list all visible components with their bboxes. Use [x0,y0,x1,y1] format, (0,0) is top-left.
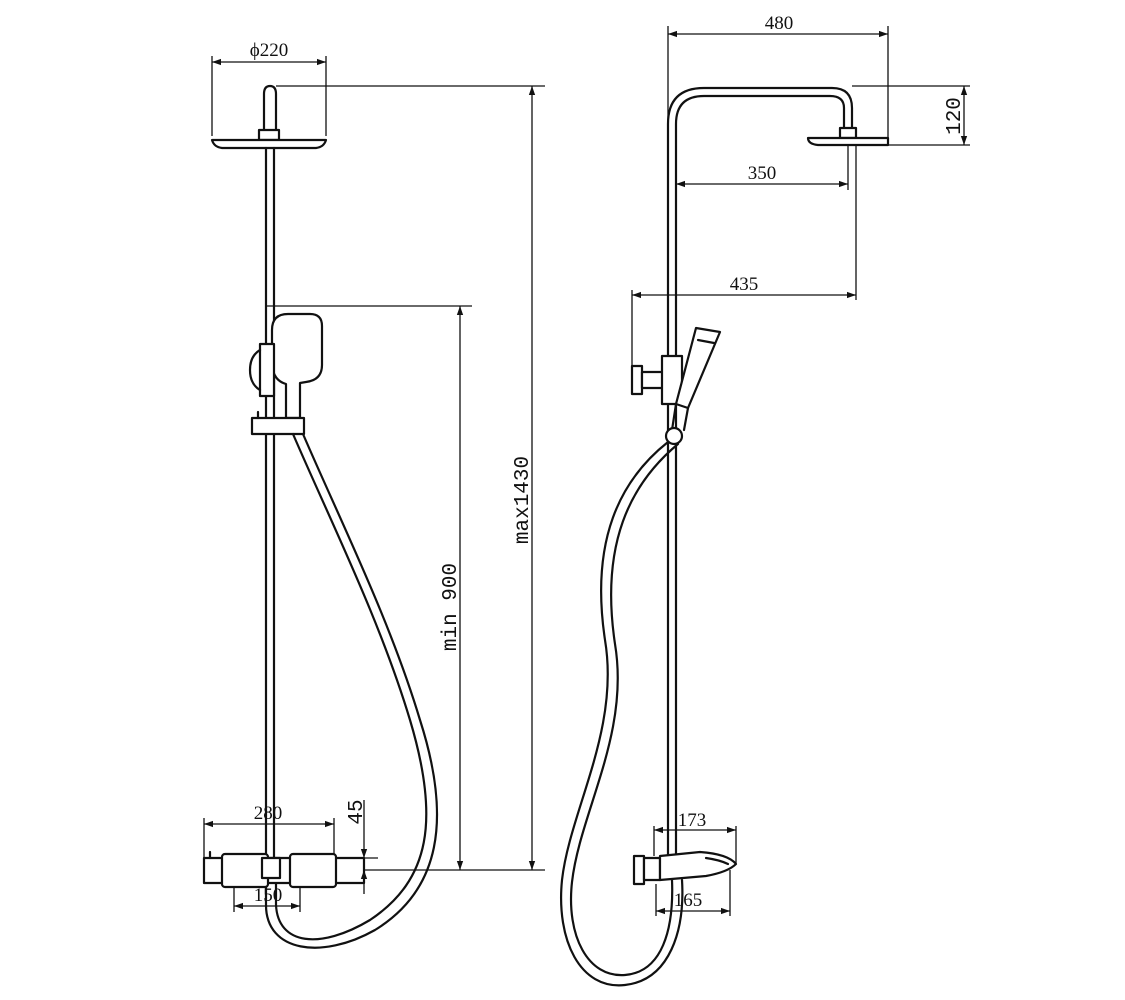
dim-mixer-width: 280 [203,803,335,858]
dim-label-total-reach: 480 [765,13,794,34]
dim-label-max-height: max1430 [512,456,535,544]
side-wall-bracket [630,354,684,406]
front-mixer [202,850,366,889]
dim-label-spout-reach-top: 173 [678,810,707,831]
front-hand-shower [248,312,324,436]
dim-label-head-height: 120 [944,97,967,135]
dim-mixer-height: 45 [336,799,378,894]
side-riser-arm [666,86,854,860]
dim-label-min-height: min 900 [440,563,463,651]
front-shower-head [210,84,328,150]
dim-inlet-spacing: 150 [233,885,301,912]
dim-max-height: max1430 [276,85,545,871]
dim-label-mixer-height: 45 [346,799,369,824]
dim-spout-reach-top: 173 [653,810,737,864]
dim-total-reach: 480 [667,13,889,140]
front-riser-pipe [264,146,276,860]
dim-label-mixer-width: 280 [254,803,283,824]
side-view: 480 120 350 435 173 [560,13,970,987]
dim-head-offset: 350 [675,146,849,190]
side-hand-shower [664,326,722,446]
dim-head-diameter: ϕ220 [211,40,327,136]
front-view: ϕ220 max1430 min 900 280 45 [202,40,545,949]
dim-spout-reach-bottom: 165 [655,870,731,916]
dim-label-inlet-spacing: 150 [254,885,283,906]
dim-label-wall-to-head: 435 [730,274,759,295]
dim-wall-to-head: 435 [631,146,857,366]
dim-min-height: min 900 [266,305,472,870]
dim-label-spout-reach-bottom: 165 [674,890,703,911]
side-shower-head [806,126,890,147]
side-hose [560,440,684,987]
dim-label-head-diameter: ϕ220 [250,40,289,61]
dim-head-height: 120 [852,85,970,146]
dim-label-head-offset: 350 [748,163,777,184]
side-mixer-spout [632,850,738,886]
front-hose [264,432,439,949]
